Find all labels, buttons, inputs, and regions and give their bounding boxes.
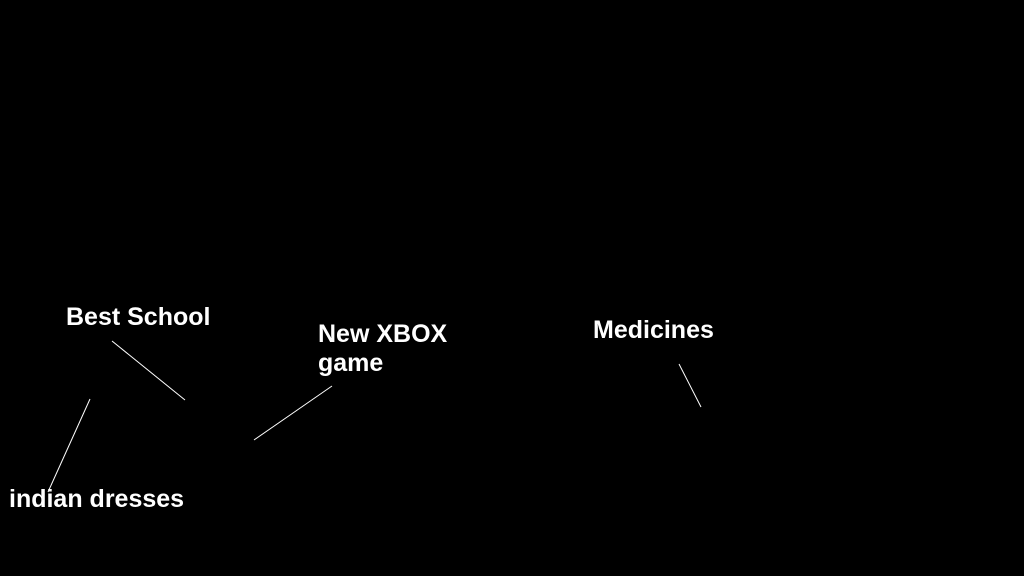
medicines-leader-line	[678, 363, 702, 408]
indian-dresses-label: indian dresses	[9, 485, 185, 513]
best-school-label: Best School	[66, 303, 211, 331]
medicines-label: Medicines	[593, 316, 714, 344]
indian-dresses-leader-line	[47, 398, 91, 493]
new-xbox-game-label: New XBOX game	[318, 320, 448, 377]
new-xbox-game-leader-line	[253, 385, 333, 441]
best-school-leader-line	[111, 340, 186, 401]
